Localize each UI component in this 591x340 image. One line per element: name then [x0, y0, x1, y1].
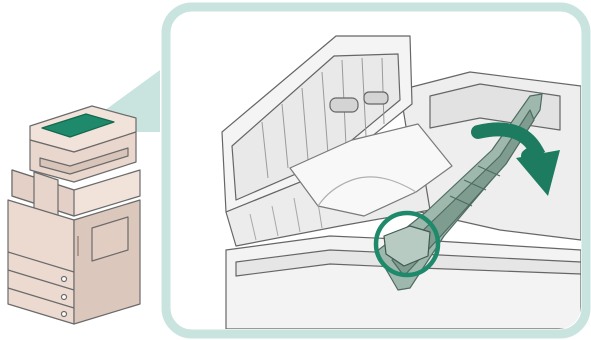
copier-icon	[8, 106, 140, 324]
